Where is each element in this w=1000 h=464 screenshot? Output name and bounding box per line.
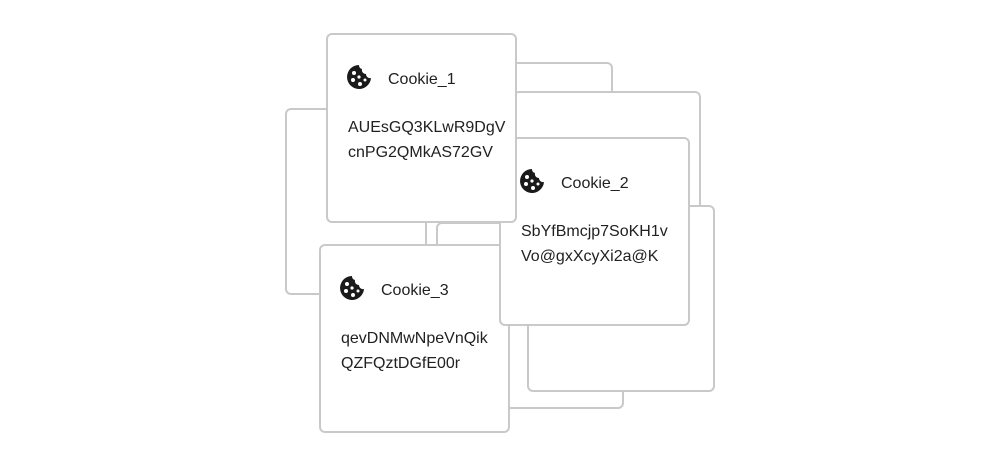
cookie-name: Cookie_3 — [381, 281, 449, 299]
cookie-value-line: QZFQztDGfE00r — [341, 355, 461, 372]
cookie-card-1[interactable]: Cookie_1 AUEsGQ3KLwR9DgV cnPG2QMkAS72GV — [326, 33, 517, 223]
cookie-value-line: AUEsGQ3KLwR9DgV — [348, 119, 506, 136]
cookie-icon — [338, 274, 366, 307]
cookie-value-line: qevDNMwNpeVnQik — [341, 330, 488, 347]
cookie-icon — [345, 63, 373, 96]
cookie-name: Cookie_1 — [388, 70, 456, 88]
cookie-value-line: SbYfBmcjp7SoKH1v — [521, 223, 668, 240]
cookie-value-line: Vo@gxXcyXi2a@K — [521, 248, 659, 265]
cookie-name: Cookie_2 — [561, 174, 629, 192]
cookie-value-line: cnPG2QMkAS72GV — [348, 144, 493, 161]
cookie-icon — [518, 167, 546, 200]
